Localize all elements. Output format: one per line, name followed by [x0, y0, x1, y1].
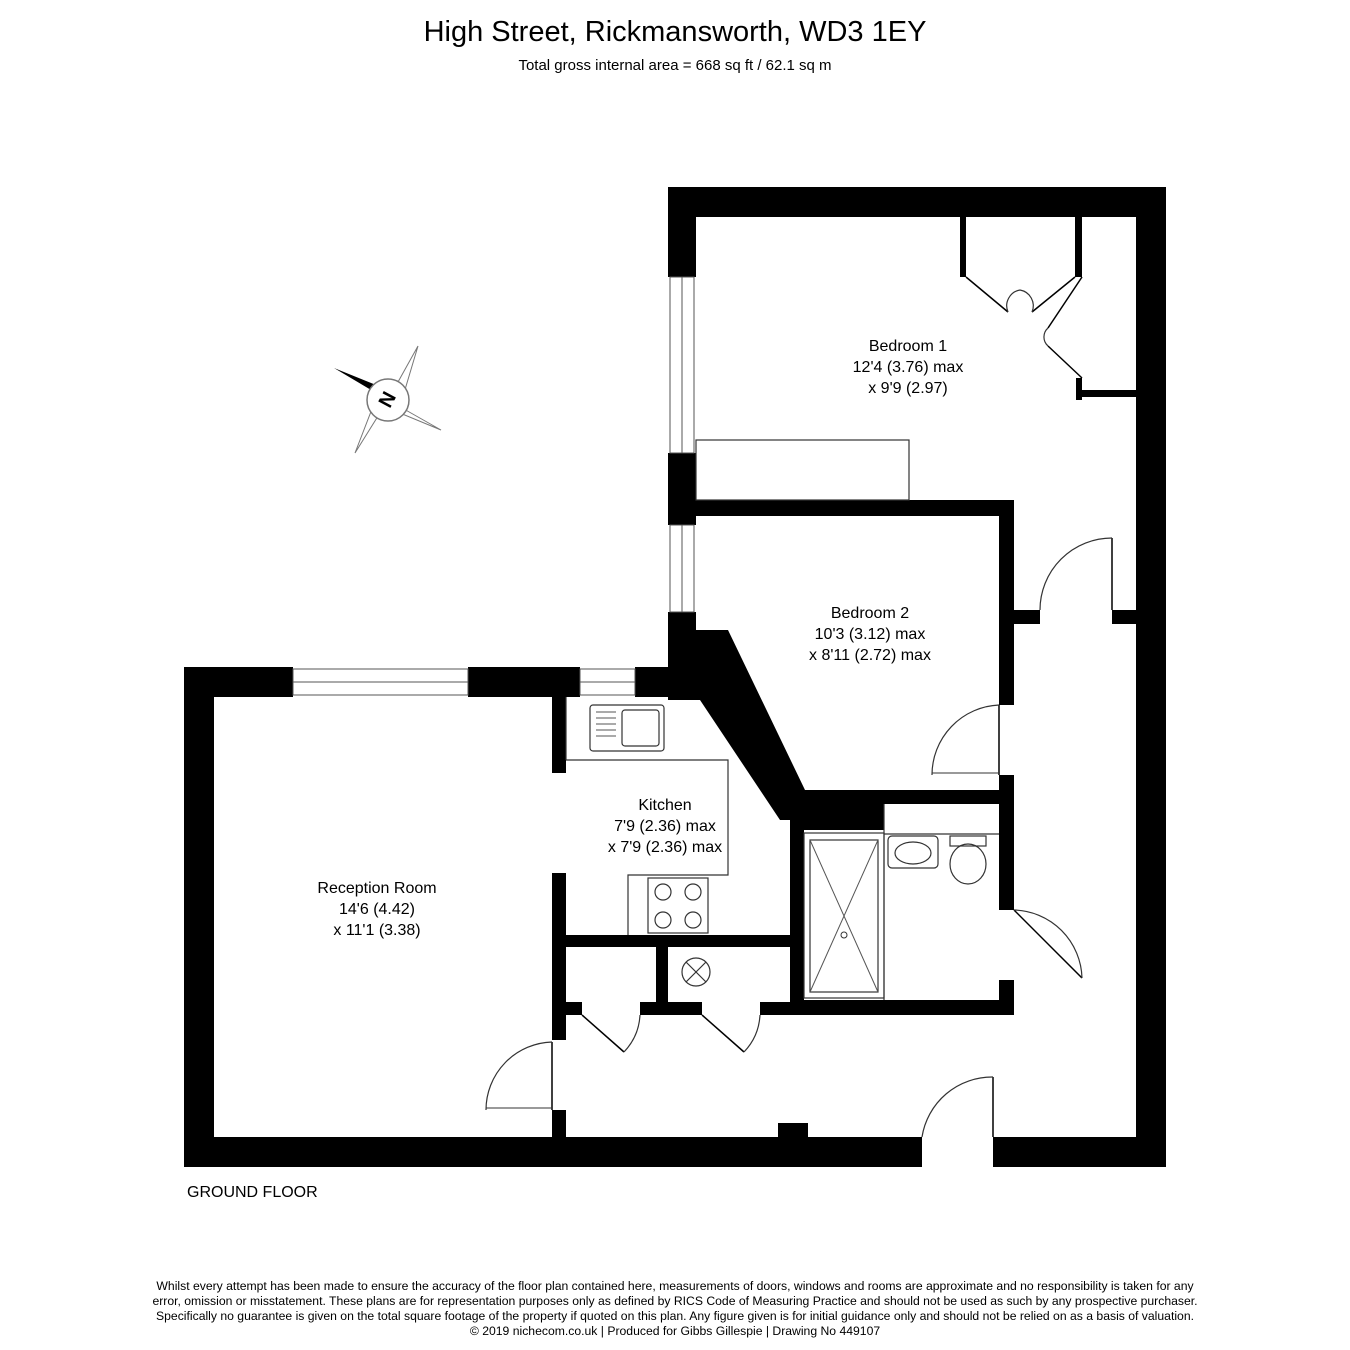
room-label-bedroom-2: Bedroom 2 10'3 (3.12) max x 8'11 (2.72) … — [770, 603, 970, 666]
copyright-line: © 2019 nichecom.co.uk | Produced for Gib… — [469, 1324, 881, 1338]
room-name: Kitchen — [638, 797, 692, 814]
disclaimer-line: Specifically no guarantee is given on th… — [156, 1309, 1194, 1323]
interior-walls — [552, 217, 1136, 1137]
exterior-walls — [184, 187, 1166, 1167]
room-label-reception: Reception Room 14'6 (4.42) x 11'1 (3.38) — [277, 878, 477, 941]
room-name: Bedroom 2 — [830, 605, 910, 622]
room-name: Bedroom 1 — [868, 338, 948, 355]
toilet-icon — [949, 835, 987, 885]
fittings — [565, 439, 999, 1000]
room-name: Reception Room — [317, 880, 437, 897]
hob-icon — [647, 877, 709, 934]
room-label-bedroom-1: Bedroom 1 12'4 (3.76) max x 9'9 (2.97) — [808, 336, 1008, 399]
plan-title: High Street, Rickmansworth, WD3 1EY — [423, 16, 927, 48]
room-dimension: x 9'9 (2.97) — [868, 380, 948, 397]
doors — [485, 276, 1113, 1138]
floor-label: GROUND FLOOR — [187, 1184, 318, 1201]
disclaimer-line: Whilst every attempt has been made to en… — [156, 1279, 1194, 1293]
windows — [292, 276, 695, 696]
room-dimension: 10'3 (3.12) max — [814, 626, 926, 643]
room-dimension: x 8'11 (2.72) max — [809, 647, 931, 664]
room-dimension: 14'6 (4.42) — [339, 901, 415, 918]
wash-basin-icon — [887, 835, 939, 869]
disclaimer: Whilst every attempt has been made to en… — [40, 1279, 1310, 1339]
kitchen-sink-icon — [589, 704, 665, 752]
room-dimension: x 11'1 (3.38) — [333, 922, 421, 939]
boiler-icon — [681, 957, 711, 987]
gross-area: Total gross internal area = 668 sq ft / … — [518, 57, 832, 74]
room-dimension: x 7'9 (2.36) max — [607, 839, 723, 856]
shower-tray-icon — [803, 832, 885, 999]
room-dimension: 12'4 (3.76) max — [852, 359, 964, 376]
room-label-kitchen: Kitchen 7'9 (2.36) max x 7'9 (2.36) max — [565, 795, 765, 858]
disclaimer-line: error, omission or misstatement. These p… — [152, 1294, 1198, 1308]
compass-icon: N — [334, 345, 442, 454]
room-dimension: 7'9 (2.36) max — [614, 818, 716, 835]
